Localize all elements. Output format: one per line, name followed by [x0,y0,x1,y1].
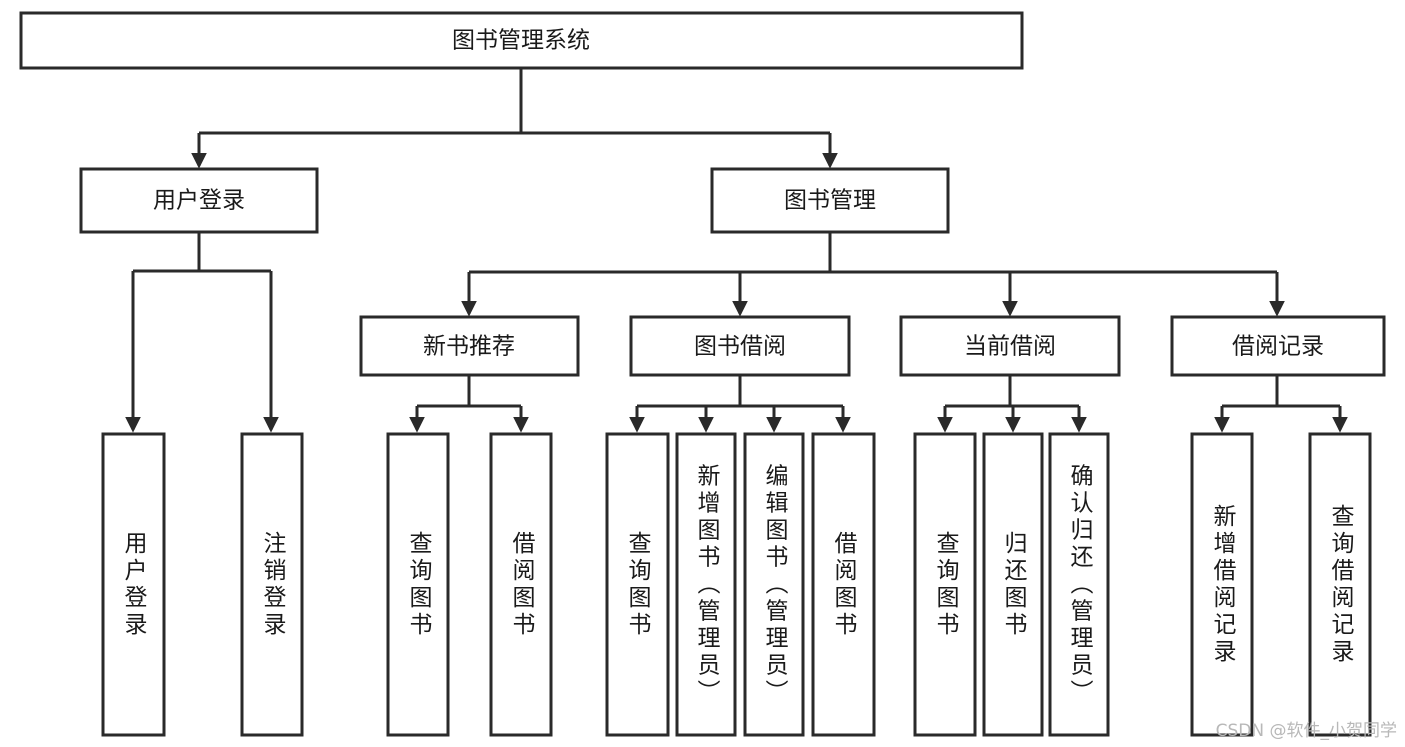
node-root-label: 图书管理系统 [452,28,590,54]
node-root[interactable]: 图书管理系统 [19,11,1024,70]
node-leaf-user-login-box[interactable] [101,432,166,737]
node-leaf-add-book-label: 新增图书（管理员） [693,464,721,707]
node-book-management[interactable]: 图书管理 [710,167,950,234]
node-borrow-record-box[interactable] [1170,315,1386,377]
node-leaf-borrow-book-2-label: 借阅图书 [830,531,858,639]
node-leaf-user-logout-label: 注销登录 [259,531,287,639]
node-leaf-return-book-label: 归还图书 [1000,531,1028,639]
node-current-borrow[interactable]: 当前借阅 [899,315,1121,377]
edge-group [125,68,1348,433]
node-book-management-label: 图书管理 [784,188,876,214]
node-leaf-edit-book[interactable]: 编辑图书（管理员） [743,432,805,737]
node-user-login-box[interactable] [79,167,319,234]
node-leaf-return-book[interactable]: 归还图书 [982,432,1044,737]
node-leaf-return-book-box[interactable] [982,432,1044,737]
node-leaf-add-book[interactable]: 新增图书（管理员） [675,432,737,737]
node-leaf-user-login-label: 用户登录 [120,531,148,639]
node-leaf-borrow-book-1[interactable]: 借阅图书 [489,432,553,737]
node-new-book-recommend-box[interactable] [359,315,580,377]
node-leaf-query-record[interactable]: 查询借阅记录 [1308,432,1372,737]
node-new-book-recommend[interactable]: 新书推荐 [359,315,580,377]
node-leaf-query-book-1[interactable]: 查询图书 [386,432,450,737]
node-leaf-query-book-3-label: 查询图书 [932,531,960,639]
node-book-borrow-box[interactable] [629,315,851,377]
node-leaf-borrow-book-1-box[interactable] [489,432,553,737]
node-leaf-query-book-2[interactable]: 查询图书 [605,432,670,737]
node-leaf-query-book-1-label: 查询图书 [405,531,433,639]
node-leaf-confirm-return[interactable]: 确认归还（管理员） [1048,432,1110,737]
node-leaf-user-logout-box[interactable] [240,432,304,737]
node-leaf-user-login[interactable]: 用户登录 [101,432,166,737]
node-leaf-add-record-box[interactable] [1190,432,1254,737]
node-root-box[interactable] [19,11,1024,70]
node-book-borrow[interactable]: 图书借阅 [629,315,851,377]
node-leaf-query-record-label: 查询借阅记录 [1327,504,1355,666]
node-leaf-query-book-3-box[interactable] [913,432,977,737]
node-current-borrow-label: 当前借阅 [964,334,1056,360]
node-borrow-record[interactable]: 借阅记录 [1170,315,1386,377]
node-leaf-borrow-book-2[interactable]: 借阅图书 [811,432,876,737]
node-leaf-edit-book-label: 编辑图书（管理员） [761,464,789,707]
node-leaf-add-record[interactable]: 新增借阅记录 [1190,432,1254,737]
node-leaf-confirm-return-box[interactable] [1048,432,1110,737]
node-book-management-box[interactable] [710,167,950,234]
node-leaf-add-record-label: 新增借阅记录 [1209,504,1237,666]
node-leaf-add-book-box[interactable] [675,432,737,737]
node-leaf-query-book-2-box[interactable] [605,432,670,737]
node-leaf-edit-book-box[interactable] [743,432,805,737]
node-leaf-query-book-1-box[interactable] [386,432,450,737]
node-leaf-query-book-2-label: 查询图书 [624,531,652,639]
node-leaf-query-record-box[interactable] [1308,432,1372,737]
node-leaf-query-book-3[interactable]: 查询图书 [913,432,977,737]
node-book-borrow-label: 图书借阅 [694,334,786,360]
node-leaf-confirm-return-label: 确认归还（管理员） [1066,464,1094,707]
node-user-login-label: 用户登录 [153,188,245,214]
node-current-borrow-box[interactable] [899,315,1121,377]
node-leaf-borrow-book-2-box[interactable] [811,432,876,737]
node-new-book-recommend-label: 新书推荐 [423,334,515,360]
node-borrow-record-label: 借阅记录 [1232,334,1324,360]
node-leaf-user-logout[interactable]: 注销登录 [240,432,304,737]
node-leaf-borrow-book-1-label: 借阅图书 [508,531,536,639]
node-user-login[interactable]: 用户登录 [79,167,319,234]
